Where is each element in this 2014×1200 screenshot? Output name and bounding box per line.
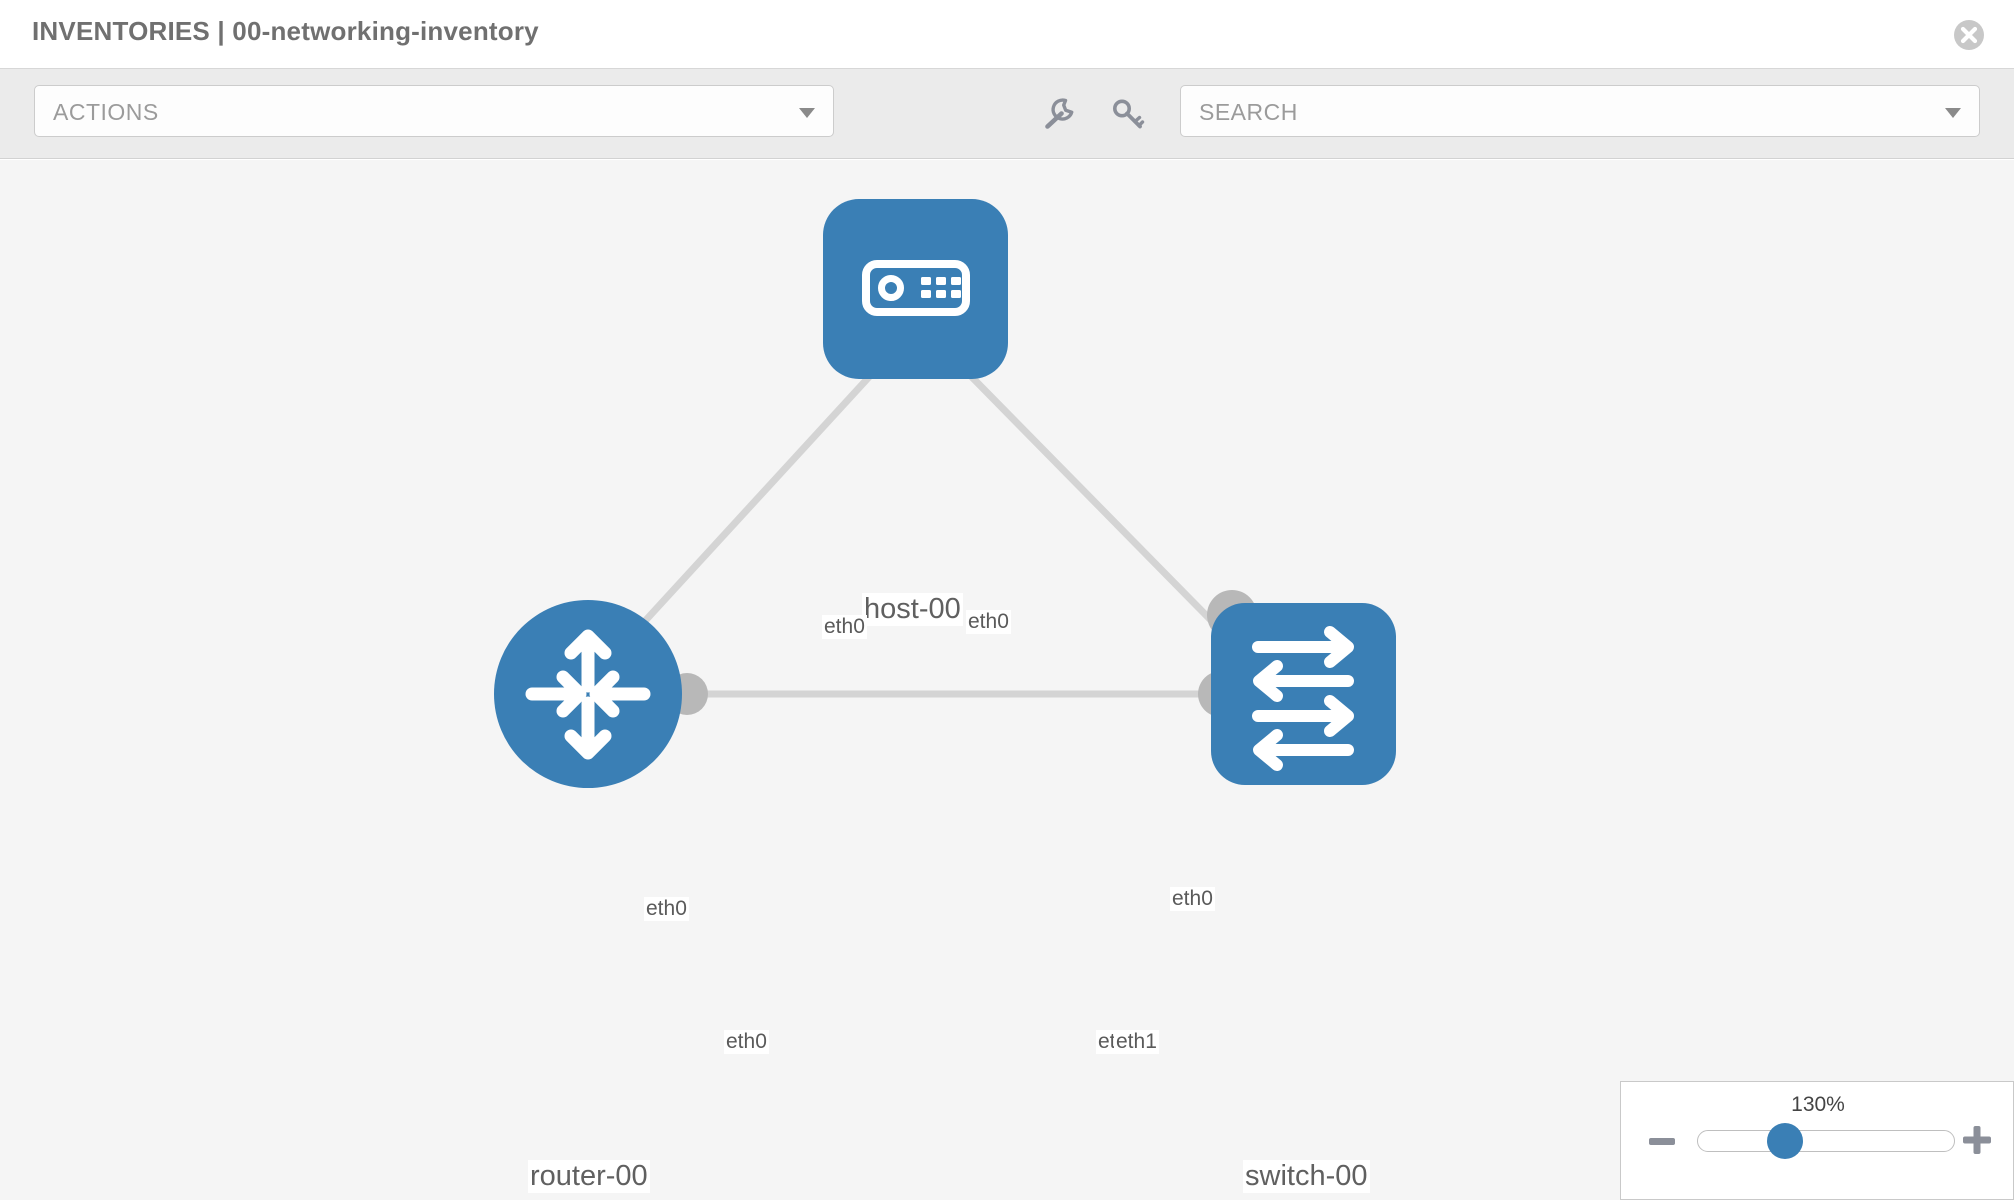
close-icon[interactable] <box>1952 18 1986 52</box>
minus-icon[interactable] <box>1645 1124 1679 1158</box>
zoom-control-panel: 130% <box>1620 1081 2014 1200</box>
router-arrows-icon <box>525 629 651 760</box>
search-placeholder: SEARCH <box>1199 99 1298 125</box>
actions-dropdown[interactable]: ACTIONS <box>34 85 834 137</box>
link-host-switch[interactable] <box>957 362 1258 668</box>
node-switch-00[interactable] <box>1211 603 1396 785</box>
iface-label-host-right: eth0 <box>966 610 1011 634</box>
key-icon[interactable] <box>1108 95 1146 133</box>
chevron-down-icon[interactable] <box>1945 108 1961 118</box>
node-host-00[interactable] <box>823 199 1008 379</box>
wrench-icon[interactable] <box>1040 95 1078 133</box>
node-label-router-00: router-00 <box>528 1160 650 1193</box>
zoom-slider-track[interactable] <box>1697 1130 1955 1152</box>
iface-label-switch-left-front: eth1 <box>1114 1030 1159 1054</box>
topology-graph <box>494 199 1396 788</box>
zoom-level-value: 130% <box>1791 1093 1845 1116</box>
iface-label-switch-up: eth0 <box>1170 887 1215 911</box>
actions-dropdown-label: ACTIONS <box>53 99 159 125</box>
switch-arrows-icon <box>1252 626 1354 771</box>
server-icon <box>862 260 970 316</box>
iface-label-host-left: eth0 <box>822 615 867 639</box>
node-router-00[interactable] <box>494 600 682 788</box>
topology-canvas[interactable]: host-00 router-00 switch-00 eth0 eth0 et… <box>0 160 2014 1200</box>
node-label-host-00: host-00 <box>862 593 963 626</box>
search-input[interactable]: SEARCH <box>1180 85 1980 137</box>
node-label-switch-00: switch-00 <box>1243 1160 1370 1193</box>
iface-label-router-right: eth0 <box>724 1030 769 1054</box>
page-title: INVENTORIES | 00-networking-inventory <box>32 16 539 46</box>
link-layer <box>597 362 1258 698</box>
chevron-down-icon <box>799 108 815 118</box>
zoom-slider-thumb[interactable] <box>1767 1123 1803 1159</box>
plus-icon[interactable] <box>1959 1122 1995 1158</box>
iface-label-router-up: eth0 <box>644 897 689 921</box>
link-host-router[interactable] <box>597 362 883 673</box>
header-bar: INVENTORIES | 00-networking-inventory <box>0 0 2014 69</box>
